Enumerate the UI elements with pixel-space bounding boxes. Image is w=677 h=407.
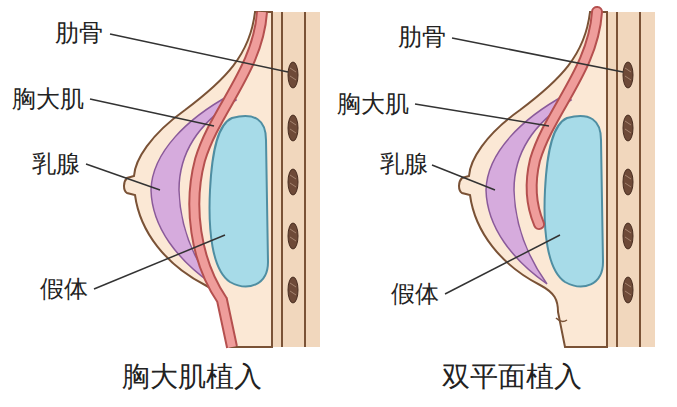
part-label: 肋骨 bbox=[55, 20, 103, 46]
submuscular-figure bbox=[124, 12, 320, 347]
part-label: 胸大肌 bbox=[12, 86, 84, 112]
part-label: 假体 bbox=[40, 276, 88, 302]
part-label: 假体 bbox=[391, 281, 439, 307]
part-label: 肋骨 bbox=[398, 24, 446, 50]
dual-plane-figure bbox=[459, 12, 655, 347]
caption-label: 胸大肌植入 bbox=[122, 362, 262, 393]
caption-label: 双平面植入 bbox=[442, 362, 582, 393]
part-label: 乳腺 bbox=[32, 151, 80, 177]
leader-lines bbox=[86, 34, 623, 294]
part-label: 乳腺 bbox=[380, 151, 428, 177]
part-label: 胸大肌 bbox=[337, 91, 409, 117]
